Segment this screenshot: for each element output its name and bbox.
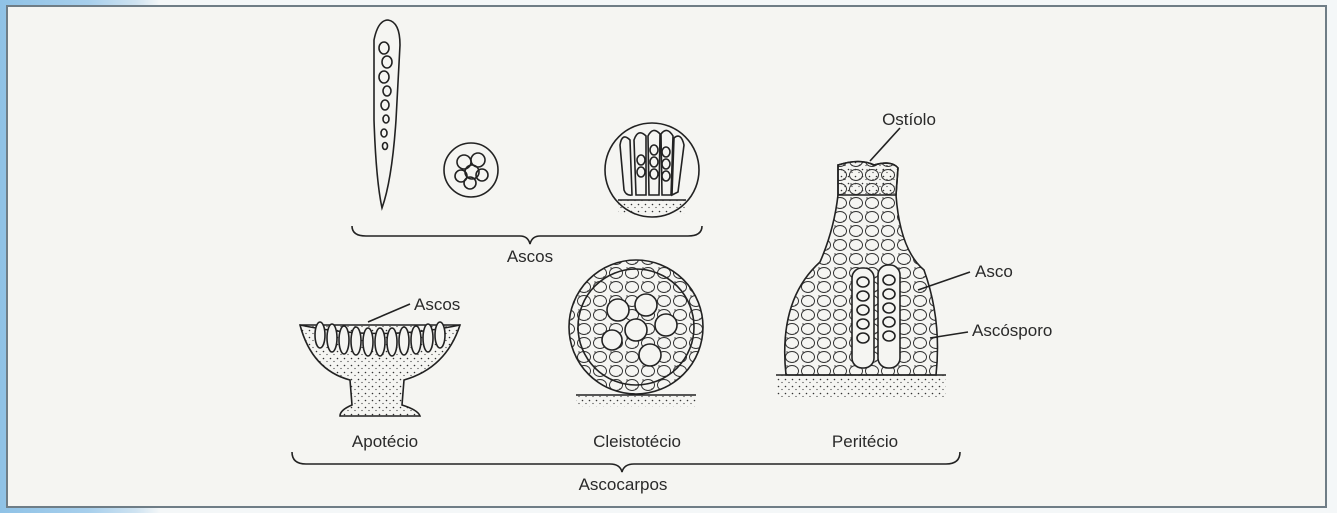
- perithecium-icon: [776, 128, 970, 397]
- ascocarpos-label: Ascocarpos: [579, 475, 668, 494]
- long-ascus-icon: [374, 20, 400, 208]
- ascus-section-icon: [605, 123, 699, 217]
- ostiolo-label: Ostíolo: [882, 110, 936, 129]
- ascosporo-label: Ascósporo: [972, 321, 1052, 340]
- ascos-brace: [352, 226, 702, 244]
- asco-label: Asco: [975, 262, 1013, 281]
- apotecio-label: Apotécio: [352, 432, 418, 451]
- peritecio-label: Peritécio: [832, 432, 898, 451]
- round-ascus-icon: [444, 143, 498, 197]
- cleistotecio-label: Cleistotécio: [593, 432, 681, 451]
- ascocarpos-brace: [292, 452, 960, 472]
- ascos-group-label: Ascos: [507, 247, 553, 266]
- ascos-pointer-label: Ascos: [414, 295, 460, 314]
- apothecium-icon: [300, 304, 460, 416]
- cleistothecium-icon: [569, 260, 703, 407]
